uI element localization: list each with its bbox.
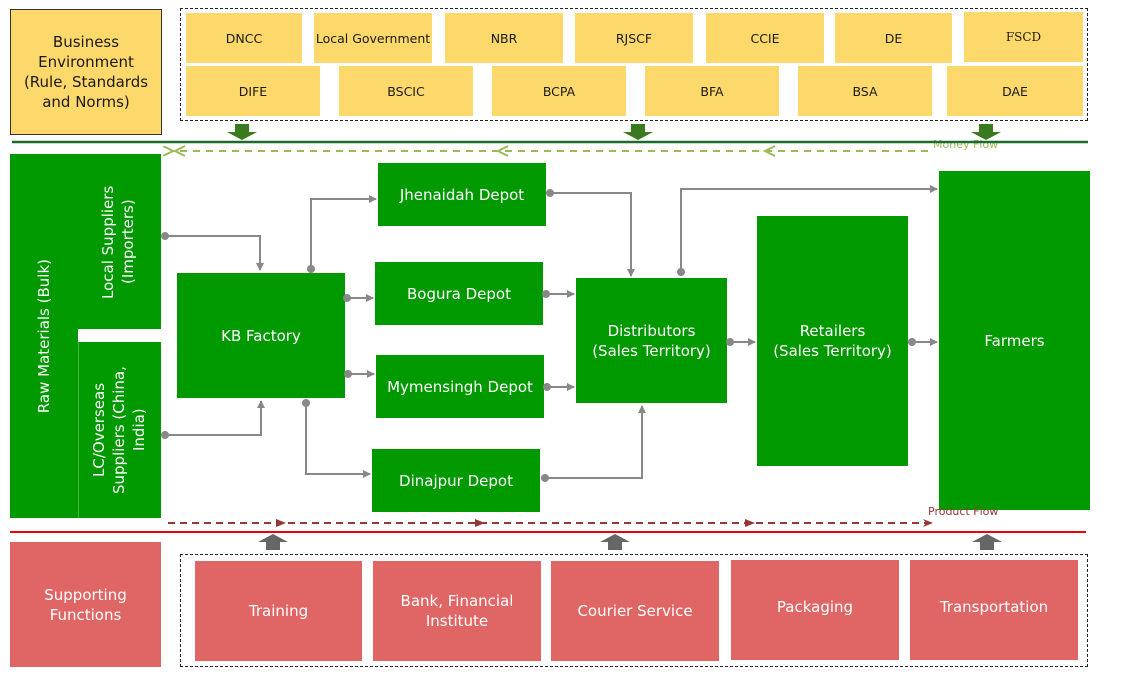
regulator-label: FSCD	[1005, 30, 1042, 44]
regulator-de[interactable]: DE	[835, 13, 952, 63]
connector-factory-to-dinajpur	[305, 403, 371, 478]
depot-label: Bogura Depot	[407, 284, 511, 303]
support-packaging[interactable]: Packaging	[731, 560, 899, 660]
connector-dot	[161, 431, 169, 439]
regulator-dncc[interactable]: DNCC	[186, 13, 302, 63]
up-arrow-icon	[600, 534, 630, 550]
raw-materials-box: Raw Materials (Bulk)	[10, 154, 78, 518]
down-arrow-icon	[971, 124, 1001, 140]
regulator-label: Local Government	[315, 30, 431, 46]
money-flow-arrowhead	[172, 145, 186, 157]
regulator-label: DE	[884, 30, 903, 46]
regulator-label: BSA	[852, 83, 878, 99]
regulator-bcpa[interactable]: BCPA	[492, 66, 626, 116]
connector-dot	[161, 232, 169, 240]
regulator-bfa[interactable]: BFA	[645, 66, 779, 116]
retailers-sublabel: (Sales Territory)	[773, 342, 892, 360]
kb-factory-label: KB Factory	[221, 326, 301, 345]
regulator-label: CCIE	[750, 30, 780, 46]
connector-dot	[908, 338, 916, 346]
business-environment-title: Business Environment (Rule, Standards an…	[23, 33, 149, 111]
retailers-box[interactable]: Retailers (Sales Territory)	[757, 216, 908, 466]
support-label: Training	[248, 602, 309, 620]
farmers-box[interactable]: Farmers	[939, 171, 1090, 510]
support-transportation[interactable]: Transportation	[910, 560, 1078, 660]
product-flow-label: Product Flow	[928, 505, 999, 518]
connector-dot	[542, 290, 550, 298]
support-label: Bank, Financial Institute	[400, 592, 514, 630]
connector-dot	[302, 399, 310, 407]
supporting-functions-box: Supporting Functions	[10, 542, 161, 667]
money-flow-arrowhead	[495, 145, 509, 157]
connector-dot	[546, 189, 554, 197]
connector-overseas-to-factory	[165, 400, 265, 436]
connector-jhenaidah-to-distributors	[550, 192, 635, 277]
regulator-label: DIFE	[238, 83, 268, 99]
down-arrow-icon	[623, 124, 653, 140]
connector-local-to-factory	[165, 235, 264, 271]
business-environment-box: Business Environment (Rule, Standards an…	[10, 9, 162, 135]
support-training[interactable]: Training	[195, 561, 362, 661]
product-flow-arrowhead	[745, 519, 755, 527]
down-arrow-icon	[227, 124, 257, 140]
mymensingh-depot-box[interactable]: Mymensingh Depot	[376, 355, 544, 418]
bogura-depot-box[interactable]: Bogura Depot	[375, 262, 543, 325]
regulator-label: BSCIC	[387, 83, 425, 99]
up-arrow-icon	[972, 534, 1002, 550]
connector-factory-to-jhenaidah	[310, 195, 377, 269]
depot-label: Dinajpur Depot	[399, 471, 513, 490]
farmers-label: Farmers	[984, 331, 1045, 350]
connector-dot	[343, 294, 351, 302]
regulator-nbr[interactable]: NBR	[445, 13, 563, 63]
regulator-bsa[interactable]: BSA	[798, 66, 932, 116]
regulator-label: DAE	[1002, 83, 1028, 99]
regulator-fscd[interactable]: FSCD	[964, 12, 1083, 62]
distributors-box[interactable]: Distributors (Sales Territory)	[576, 278, 727, 403]
product-flow-arrowhead	[475, 519, 485, 527]
up-arrow-icon	[258, 534, 288, 550]
support-label: Packaging	[776, 598, 854, 616]
product-flow-arrowhead	[276, 519, 286, 527]
dinajpur-depot-box[interactable]: Dinajpur Depot	[372, 449, 540, 512]
regulator-label: RJSCF	[615, 30, 653, 46]
kb-factory-box[interactable]: KB Factory	[177, 273, 345, 398]
local-suppliers-box[interactable]: Local Suppliers (Importers)	[77, 154, 161, 329]
distributors-label: Distributors	[607, 321, 696, 340]
regulator-bscic[interactable]: BSCIC	[339, 66, 473, 116]
connector-dot	[541, 474, 549, 482]
regulator-rjscf[interactable]: RJSCF	[575, 13, 693, 63]
support-label: Courier Service	[577, 602, 693, 620]
regulator-label: BCPA	[542, 83, 576, 99]
connector-dot	[307, 265, 315, 273]
regulator-ccie[interactable]: CCIE	[706, 13, 824, 63]
supporting-functions-title: Supporting Functions	[44, 585, 127, 624]
connector-dot	[543, 383, 551, 391]
support-courier[interactable]: Courier Service	[551, 561, 719, 661]
retailers-label: Retailers	[799, 322, 866, 340]
support-bank[interactable]: Bank, Financial Institute	[373, 561, 541, 661]
regulator-dae[interactable]: DAE	[947, 66, 1083, 116]
jhenaidah-depot-box[interactable]: Jhenaidah Depot	[378, 163, 546, 226]
overseas-suppliers-box[interactable]: LC/Overseas Suppliers (China, India)	[78, 342, 161, 518]
supporting-group	[180, 554, 1088, 667]
connector-dot	[344, 370, 352, 378]
connector-distributors-to-farmers	[680, 185, 938, 272]
depot-label: Jhenaidah Depot	[399, 185, 525, 204]
connector-dot	[726, 338, 734, 346]
distributors-sublabel: (Sales Territory)	[592, 341, 711, 360]
regulator-local-government[interactable]: Local Government	[314, 13, 432, 63]
regulator-label: DNCC	[225, 30, 263, 46]
support-label: Transportation	[939, 598, 1049, 616]
depot-label: Mymensingh Depot	[387, 377, 533, 396]
money-flow-arrowhead	[762, 145, 776, 157]
connector-dot	[677, 268, 685, 276]
regulator-label: NBR	[490, 30, 518, 46]
connector-dinajpur-to-distributors	[545, 405, 646, 479]
regulators-group	[180, 8, 1088, 121]
regulator-label: BFA	[700, 83, 724, 99]
regulator-dife[interactable]: DIFE	[186, 66, 320, 116]
